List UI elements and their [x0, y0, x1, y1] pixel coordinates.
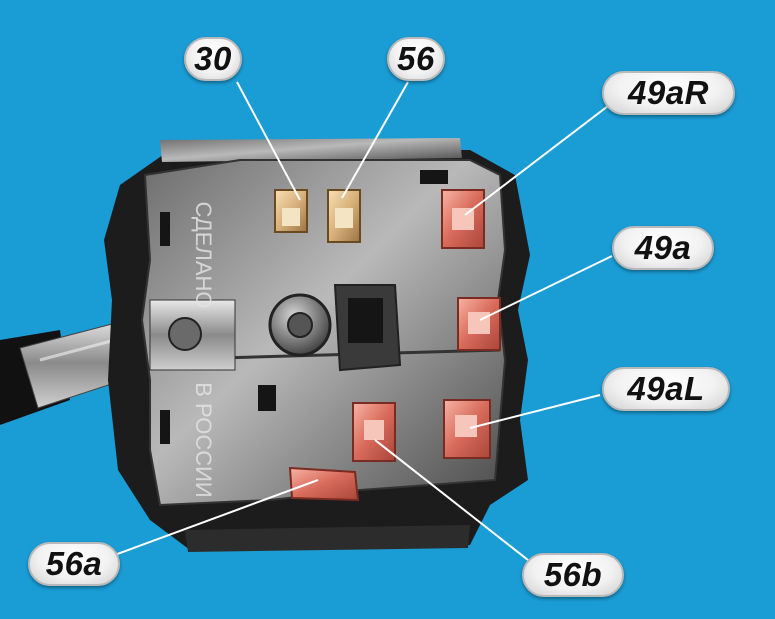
label-56: 56	[387, 37, 445, 81]
terminal-49aR	[441, 189, 485, 249]
metal-plate	[140, 159, 507, 507]
leader-56b	[374, 439, 529, 561]
terminal-49aL	[443, 399, 491, 459]
label-49aL: 49aL	[602, 367, 730, 411]
label-49a: 49a	[612, 226, 714, 270]
leader-49aR	[464, 105, 609, 216]
terminal-56a	[288, 466, 360, 502]
label-56b: 56b	[522, 553, 624, 597]
leader-56	[341, 81, 409, 199]
leader-56a	[111, 479, 319, 557]
leader-49a	[479, 255, 613, 321]
terminal-49a	[457, 297, 501, 351]
leader-lines	[111, 81, 613, 561]
terminal-56b	[352, 402, 396, 462]
label-56a: 56a	[28, 542, 120, 586]
terminal-30	[274, 189, 308, 233]
leader-49aL	[469, 394, 601, 429]
housing-text-made: СДЕЛАНО	[191, 201, 216, 308]
terminal-56	[327, 189, 361, 243]
housing-text-russia: В РОССИИ	[191, 382, 216, 498]
label-49aR: 49aR	[602, 71, 735, 115]
label-30: 30	[184, 37, 242, 81]
leader-30	[236, 81, 301, 201]
